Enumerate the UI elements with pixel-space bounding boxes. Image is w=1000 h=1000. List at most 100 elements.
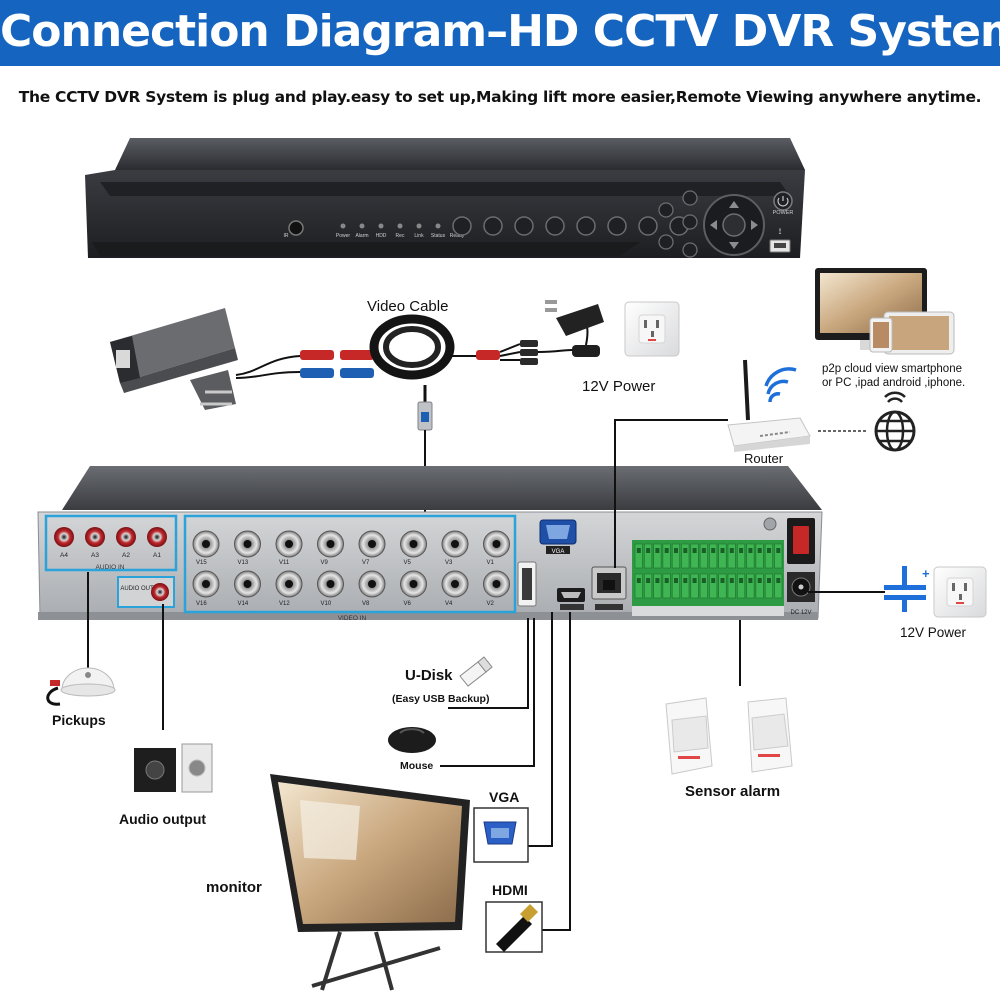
alarm-terminal (643, 543, 653, 569)
alarm-terminal (774, 573, 783, 599)
video-port-label: V8 (362, 601, 370, 607)
page-subtitle: The CCTV DVR System is plug and play.eas… (18, 88, 982, 106)
video-port-label: V1 (487, 560, 495, 566)
audio-in-port-label: A3 (91, 552, 99, 559)
audio-in-port-label: A4 (60, 552, 68, 559)
video-port-label: V15 (196, 560, 207, 566)
front-channel-button (514, 216, 534, 236)
pickup-microphone (46, 667, 116, 706)
dc-power-symbol-icon: + (884, 566, 930, 612)
audio-in-label: AUDIO IN (96, 564, 125, 571)
power-outlet-top (624, 301, 680, 357)
udisk-note-label: (Easy USB Backup) (392, 693, 490, 705)
front-channel-button (452, 216, 472, 236)
alarm-terminal (690, 543, 699, 569)
power-12v-right-label: 12V Power (900, 625, 967, 640)
svg-text:+: + (922, 566, 930, 581)
front-channel-button (545, 216, 565, 236)
rear-vga-port (539, 519, 577, 554)
alarm-terminal (727, 573, 736, 599)
hdmi-connector-icon (485, 901, 543, 953)
front-control-button (658, 234, 674, 250)
front-power-button (773, 191, 793, 211)
video-in-highlight (183, 514, 517, 614)
alarm-terminal (681, 543, 690, 569)
alarm-terminal (727, 543, 736, 569)
audio-in-port (116, 527, 136, 547)
alarm-terminal (736, 573, 746, 599)
alarm-terminal (736, 543, 746, 569)
alarm-terminal (634, 573, 643, 599)
alarm-terminal (764, 573, 774, 599)
video-port-label: V12 (279, 601, 290, 607)
indicator-label: Alarm (355, 233, 368, 239)
front-control-button (682, 242, 698, 258)
indicator-label: Rec (396, 233, 405, 239)
rear-power-switch (763, 517, 815, 564)
power-outlet-right (933, 566, 987, 618)
alarm-terminal (699, 543, 708, 569)
monitor (270, 774, 470, 991)
alarm-terminal (662, 573, 671, 599)
alarm-terminal (653, 543, 662, 569)
front-usb-port: ⟟ (769, 227, 791, 253)
alarm-terminal (746, 543, 755, 569)
video-port-label: V3 (445, 560, 453, 566)
alarm-terminal (755, 543, 764, 569)
front-channel-button (483, 216, 503, 236)
alarm-terminal (709, 573, 718, 599)
alarm-terminal (634, 543, 643, 569)
alarm-terminal (718, 573, 727, 599)
connector-lines (87, 419, 885, 931)
globe-icon (874, 391, 916, 452)
video-cable-label: Video Cable (367, 298, 449, 315)
indicator-led (397, 223, 403, 229)
alarm-terminal (681, 573, 690, 599)
alarm-terminal (690, 573, 699, 599)
mouse-icon (388, 727, 436, 753)
indicator-led (378, 223, 384, 229)
indicator-label: Status (431, 233, 446, 239)
router-label: Router (744, 451, 784, 466)
alarm-terminal (671, 543, 681, 569)
audio-in-port-label: A2 (122, 552, 130, 559)
audio-out-port: AUDIO OUT (117, 576, 175, 608)
alarm-terminal (653, 573, 662, 599)
p2p-cloud-text: p2p cloud view smartphone or PC ,ipad an… (822, 363, 966, 389)
rear-hdmi-port (557, 588, 585, 610)
front-channel-button (638, 216, 658, 236)
rear-dc-label: DC 12V (790, 610, 811, 616)
front-indicators (288, 220, 304, 236)
video-port-label: V16 (196, 601, 207, 607)
pir-sensors (665, 697, 793, 775)
audio-in-port (147, 527, 167, 547)
alarm-terminal (764, 543, 774, 569)
indicator-label: Power (336, 233, 351, 239)
indicator-led (359, 223, 365, 229)
front-control-button (682, 190, 698, 206)
sensor-alarm-label: Sensor alarm (685, 783, 781, 800)
indicator-led (416, 223, 422, 229)
audio-in-port (85, 527, 105, 547)
front-channel-button (607, 216, 627, 236)
front-control-button (658, 202, 674, 218)
alarm-terminal (643, 573, 653, 599)
alarm-terminal (709, 543, 718, 569)
mouse-label: Mouse (400, 760, 434, 772)
pickups-label: Pickups (52, 712, 106, 728)
power-12v-top-label: 12V Power (582, 378, 656, 395)
speakers (134, 743, 213, 793)
alarm-terminal (746, 573, 755, 599)
indicator-label: Ready (450, 233, 465, 239)
front-channel-button (576, 216, 596, 236)
alarm-terminal (774, 543, 783, 569)
indicator-led (435, 223, 441, 229)
hdmi-label: HDMI (492, 882, 528, 898)
usb-stick-icon (459, 656, 493, 687)
monitor-label: monitor (206, 879, 262, 896)
video-port-label: V13 (238, 560, 249, 566)
video-port-label: V6 (404, 601, 412, 607)
svg-text:⟟: ⟟ (779, 227, 782, 236)
front-nav-pad (703, 194, 765, 256)
